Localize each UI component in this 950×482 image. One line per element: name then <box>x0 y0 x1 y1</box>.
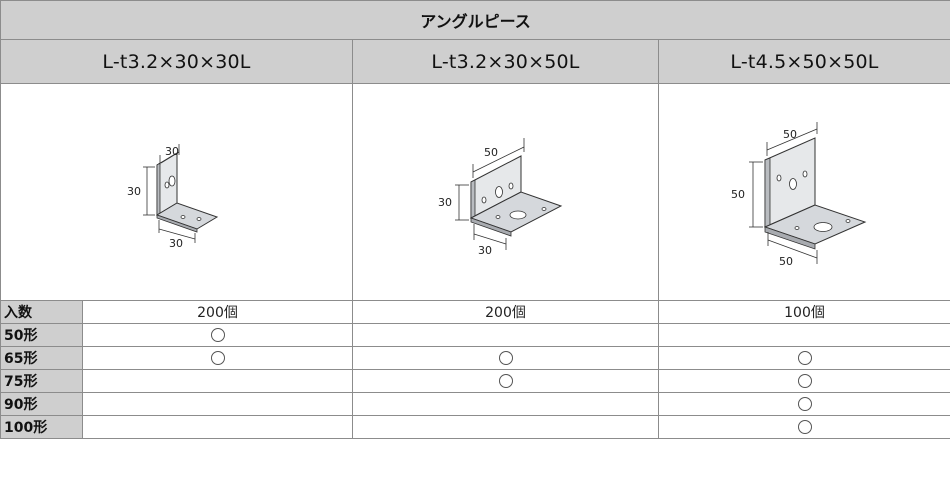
quantity-cell: 200個 <box>82 300 353 324</box>
angle-bracket-drawing-large: 50 50 50 <box>731 122 866 268</box>
dim-bottom-2: 30 <box>478 244 492 257</box>
spec-row: 65形 <box>0 346 950 370</box>
angle-bracket-drawing-medium: 50 30 30 <box>438 138 562 257</box>
title-row: アングルピース <box>0 0 950 40</box>
empty-cell <box>82 415 353 439</box>
angle-bracket-drawing-small: 30 30 30 <box>127 144 218 250</box>
spec-row: 100形 <box>0 415 950 439</box>
compatible-cell <box>82 323 353 347</box>
compatible-cell <box>82 346 353 370</box>
quantity-cell: 100個 <box>658 300 950 324</box>
empty-cell <box>658 323 950 347</box>
dim-side-2: 30 <box>438 196 452 209</box>
dim-side-3: 50 <box>731 188 745 201</box>
drawing-cell-3: 50 50 50 <box>658 83 950 301</box>
compatible-cell <box>352 346 659 370</box>
compatible-cell <box>658 346 950 370</box>
dim-side-1: 30 <box>127 185 141 198</box>
row-label: 入数 <box>0 300 83 324</box>
circle-mark-icon <box>498 351 513 365</box>
row-label: 90形 <box>0 392 83 416</box>
drawing-cell-1: 30 30 30 <box>0 83 353 301</box>
compatible-cell <box>658 392 950 416</box>
circle-mark-icon <box>797 420 812 434</box>
circle-mark-icon <box>797 374 812 388</box>
dim-top-2: 50 <box>484 146 498 159</box>
empty-cell <box>352 392 659 416</box>
compatible-cell <box>352 369 659 393</box>
spec-row: 90形 <box>0 392 950 416</box>
compatible-cell <box>658 415 950 439</box>
spec-row: 75形 <box>0 369 950 393</box>
dim-bottom-3: 50 <box>779 255 793 268</box>
row-label: 75形 <box>0 369 83 393</box>
row-label: 65形 <box>0 346 83 370</box>
dim-top-1: 30 <box>165 145 179 158</box>
spec-row: 50形 <box>0 323 950 347</box>
model-header-1: L-t3.2×30×30L <box>0 39 353 84</box>
circle-mark-icon <box>210 351 225 365</box>
circle-mark-icon <box>210 328 225 342</box>
compatible-cell <box>658 369 950 393</box>
angle-piece-table: アングルピース L-t3.2×30×30L L-t3.2×30×50L L-t4… <box>0 0 950 439</box>
empty-cell <box>82 392 353 416</box>
drawing-cell-2: 50 30 30 <box>352 83 659 301</box>
row-label: 100形 <box>0 415 83 439</box>
empty-cell <box>82 369 353 393</box>
model-header-3: L-t4.5×50×50L <box>658 39 950 84</box>
row-label: 50形 <box>0 323 83 347</box>
circle-mark-icon <box>498 374 513 388</box>
table-title: アングルピース <box>0 0 950 40</box>
circle-mark-icon <box>797 397 812 411</box>
drawing-row: 30 30 30 <box>0 83 950 301</box>
empty-cell <box>352 323 659 347</box>
quantity-cell: 200個 <box>352 300 659 324</box>
model-header-row: L-t3.2×30×30L L-t3.2×30×50L L-t4.5×50×50… <box>0 39 950 84</box>
circle-mark-icon <box>797 351 812 365</box>
dim-bottom-1: 30 <box>169 237 183 250</box>
empty-cell <box>352 415 659 439</box>
model-header-2: L-t3.2×30×50L <box>352 39 659 84</box>
dim-top-3: 50 <box>783 128 797 141</box>
